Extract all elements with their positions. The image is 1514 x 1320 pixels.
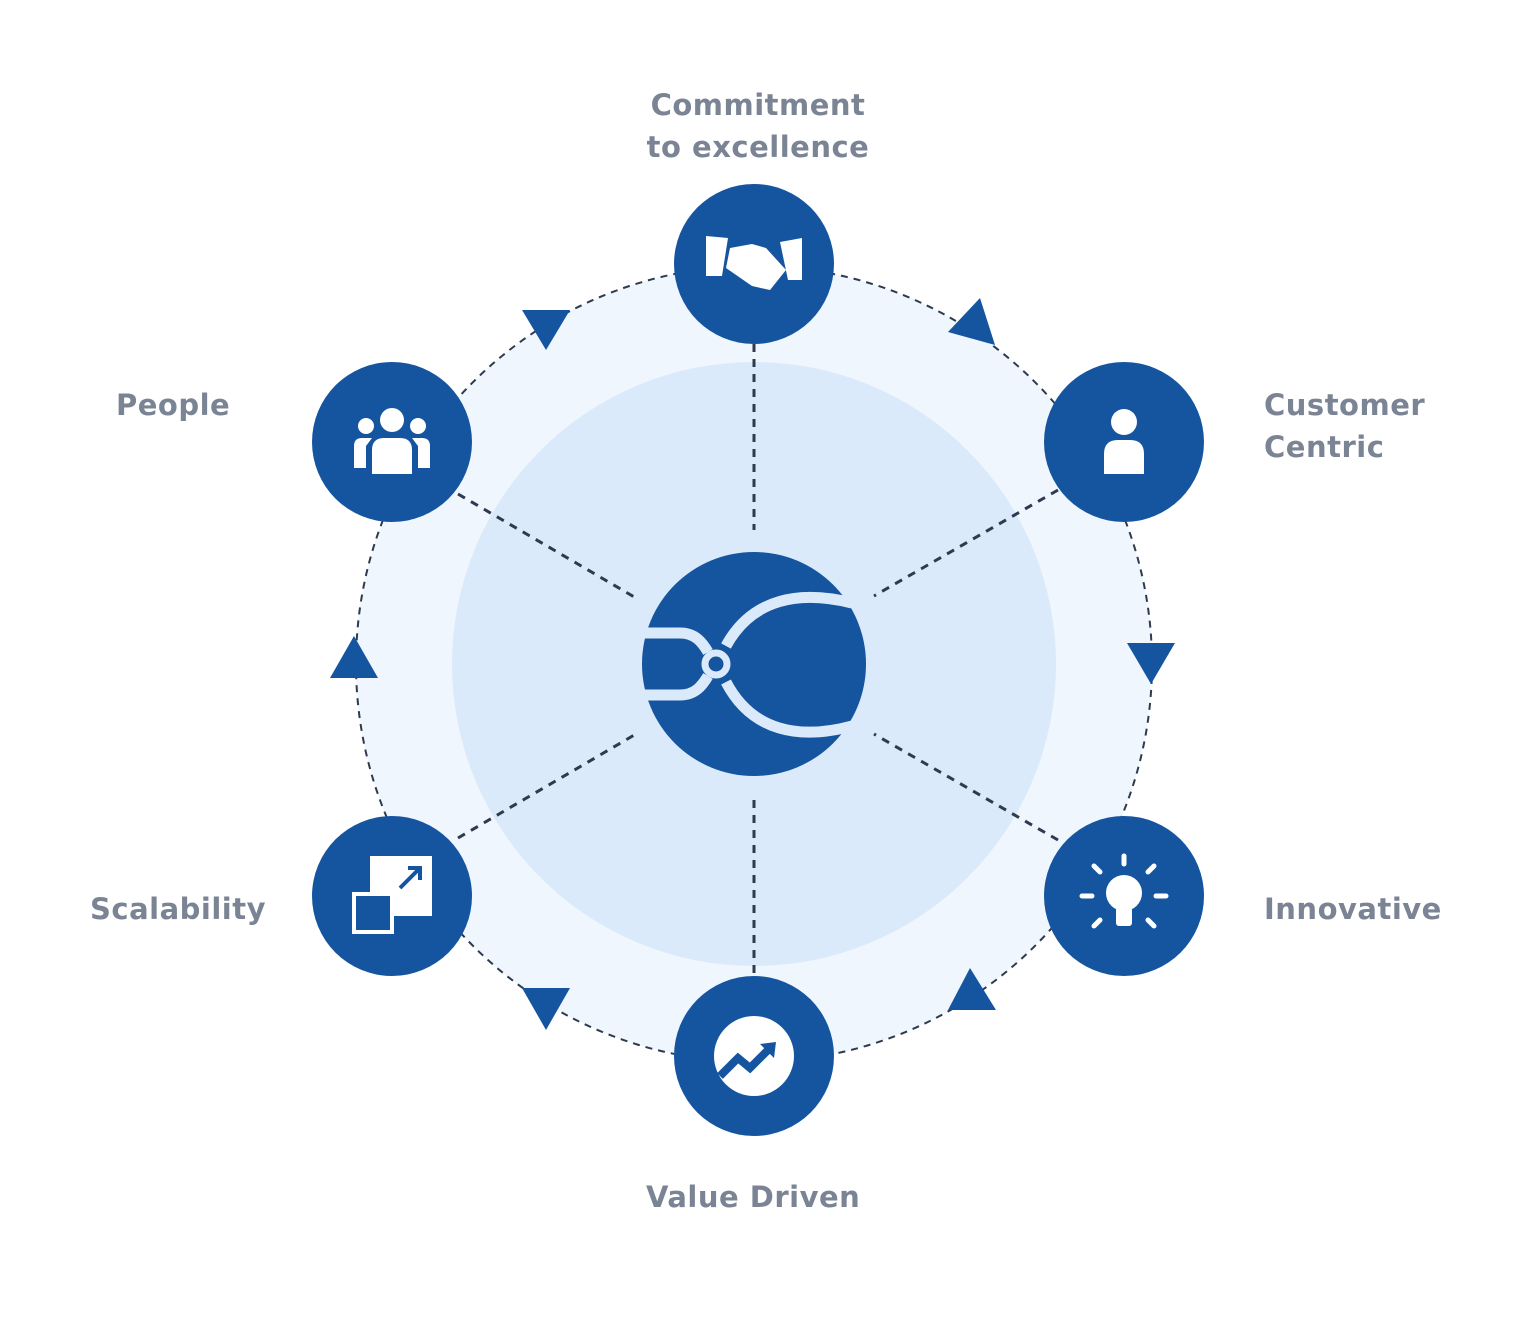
node-value [674, 976, 834, 1136]
arrow-icon [330, 636, 378, 678]
arrow-icon [948, 968, 996, 1010]
user-icon [1104, 409, 1144, 474]
label-commitment: Commitment to excellence [646, 88, 870, 164]
scale-up-icon [352, 856, 432, 934]
arrow-icon [522, 988, 570, 1030]
label-value: Value Driven [646, 1180, 861, 1214]
arrow-icon [1127, 643, 1175, 684]
trending-up-icon [714, 1016, 794, 1096]
label-scalability: Scalability [90, 892, 267, 926]
arrow-icon [522, 310, 570, 350]
node-innovative [1044, 816, 1204, 976]
company-logo [640, 552, 866, 776]
label-innovative: Innovative [1264, 892, 1442, 926]
node-scalability [312, 816, 472, 976]
spokes [457, 344, 1059, 976]
flow-arrows [330, 298, 1175, 1030]
lightbulb-icon [1079, 853, 1169, 929]
label-customer: Customer Centric [1264, 388, 1426, 464]
people-group-icon [354, 408, 430, 474]
node-customer [1044, 362, 1204, 522]
node-people [312, 362, 472, 522]
node-commitment [674, 184, 834, 344]
label-people: People [116, 388, 231, 422]
arrow-icon [948, 298, 995, 345]
handshake-icon [706, 236, 802, 290]
